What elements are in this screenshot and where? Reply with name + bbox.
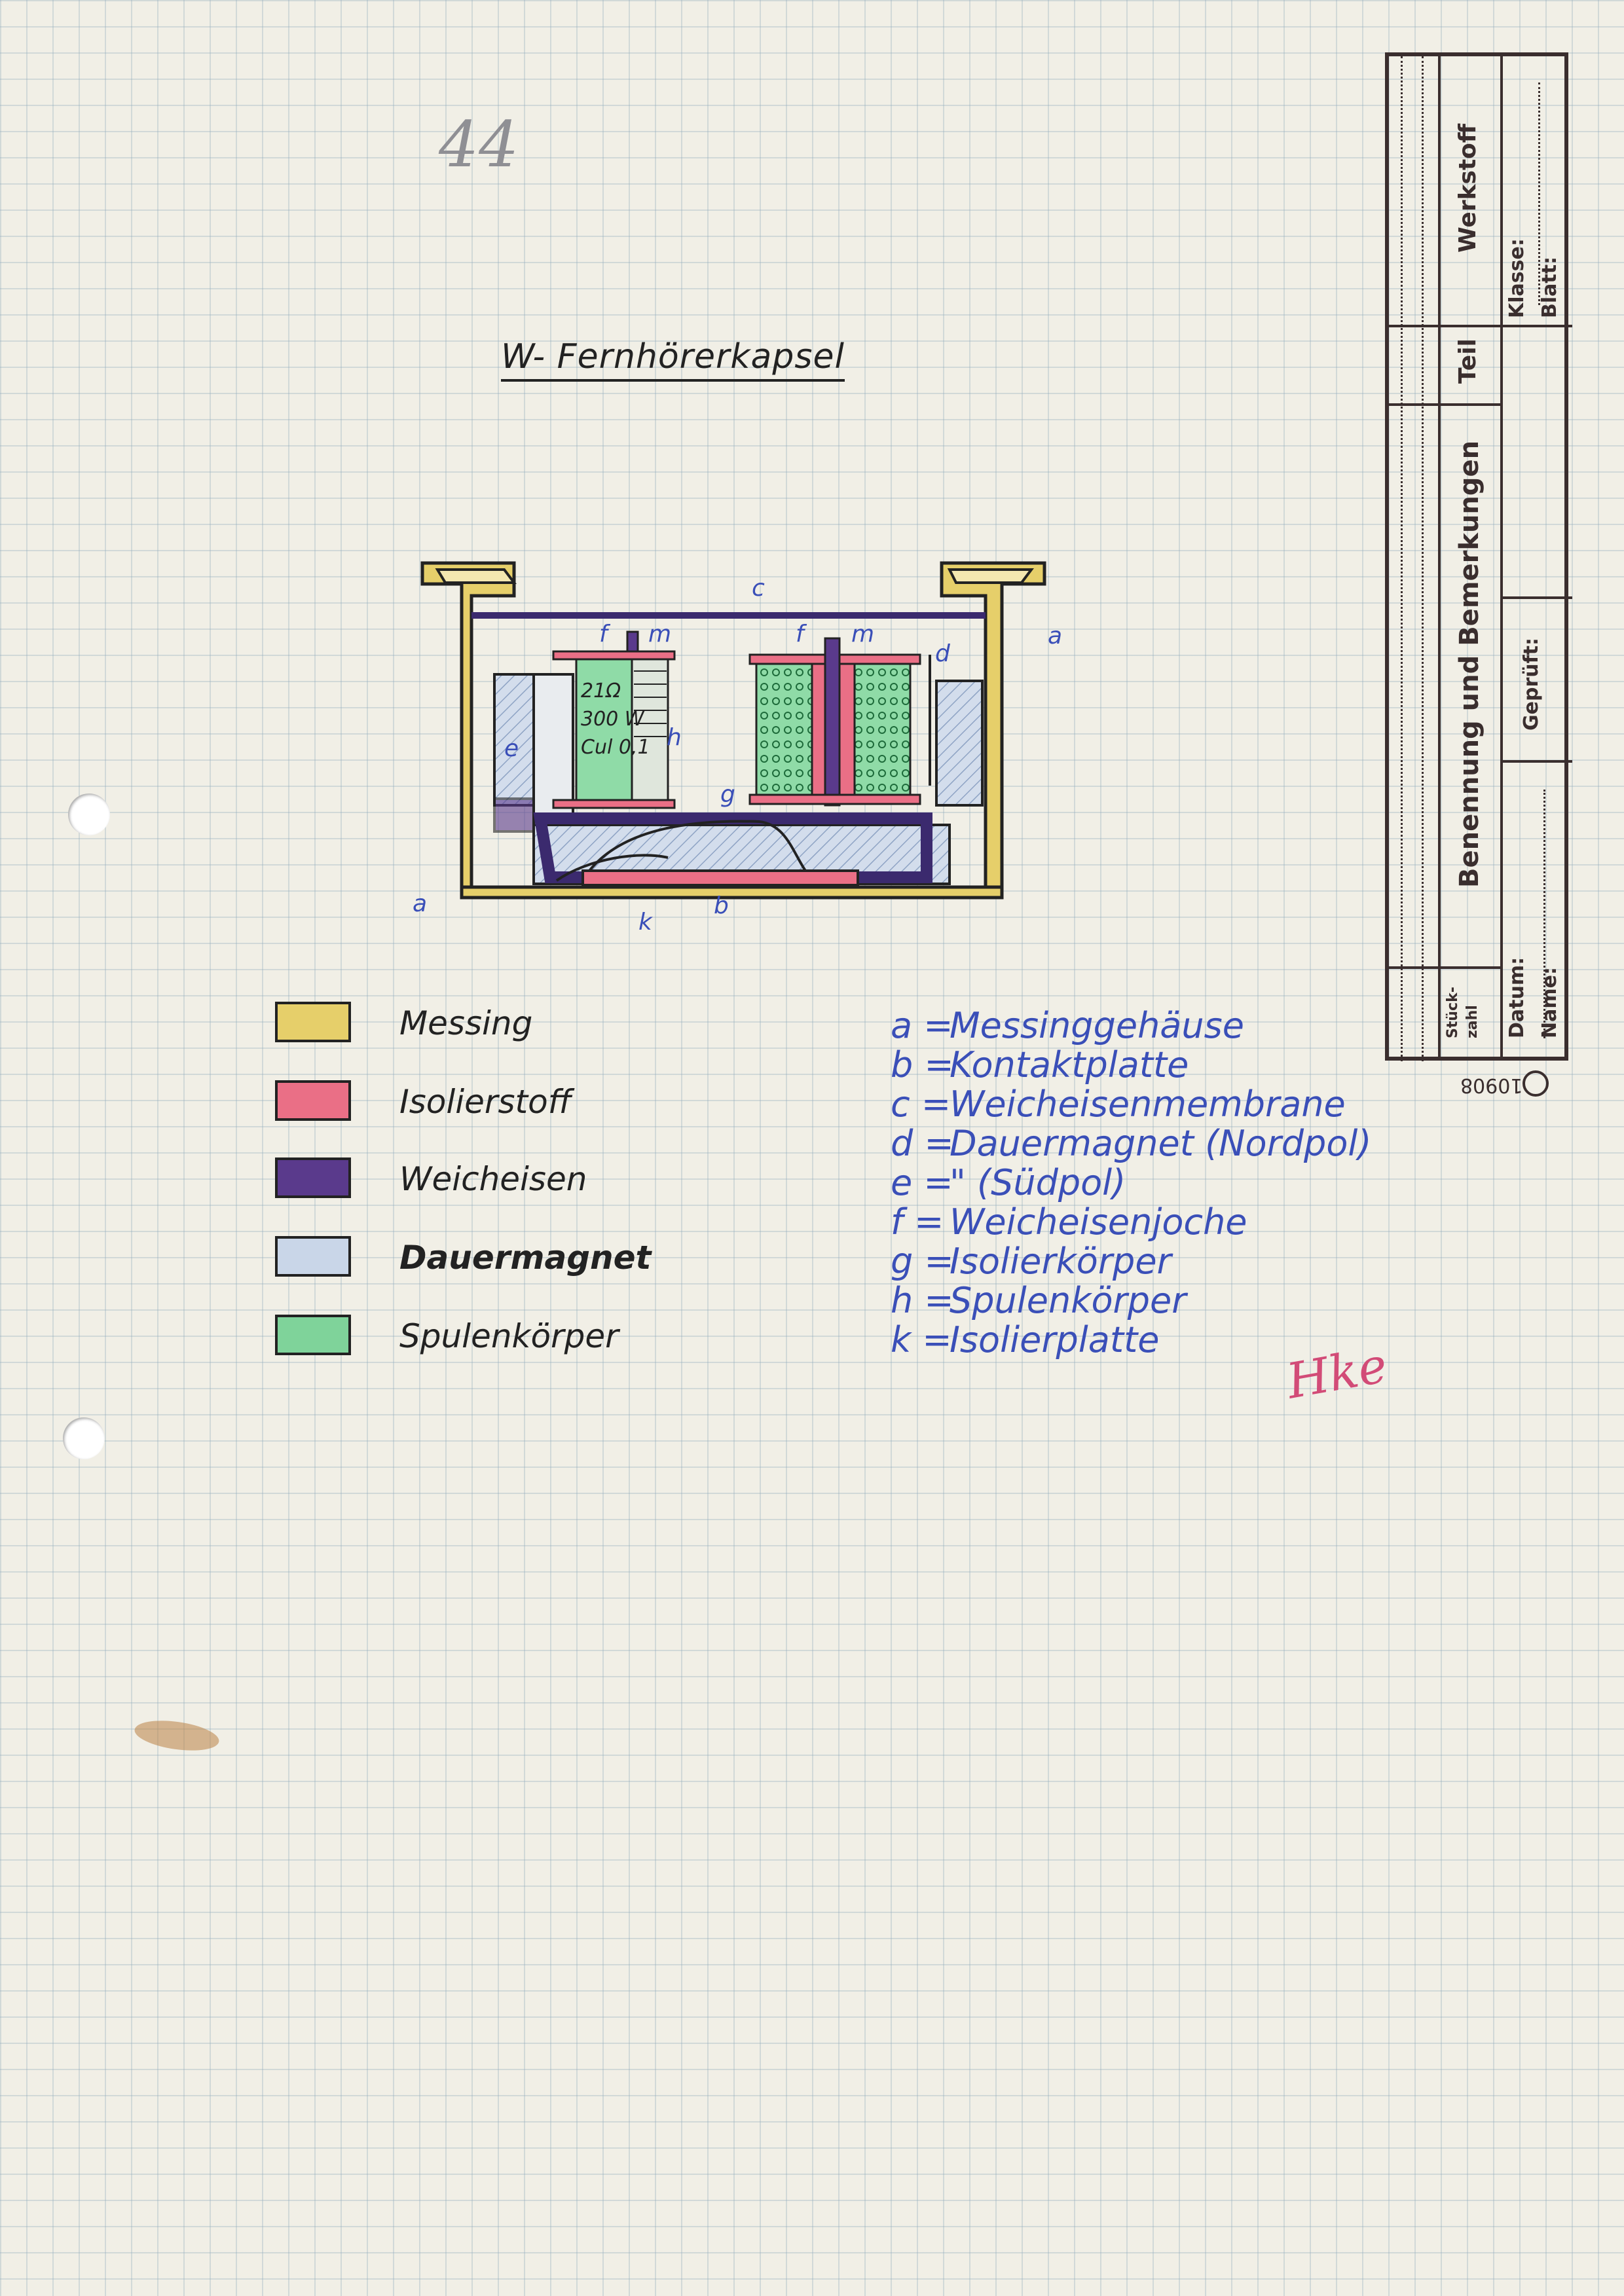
legend-label: Dauermagnet (399, 1239, 652, 1277)
legend-swatch (275, 1080, 351, 1121)
stueckzahl-label-1: Stück- (1445, 987, 1461, 1038)
checker-initials: Hke (1282, 1337, 1392, 1410)
name-label: Name: (1538, 967, 1561, 1038)
legend-label: Messing (399, 1004, 533, 1042)
stueckzahl-label-2: zahl (1464, 1005, 1481, 1038)
benennung-label: Benennung und Bemerkungen (1454, 440, 1485, 888)
blatt-label: Blatt: (1538, 256, 1561, 318)
klasse-label: Klasse: (1505, 238, 1528, 318)
legend-label: Isolierstoff (399, 1083, 572, 1121)
punch-hole-top (68, 793, 110, 835)
legend-item-weicheisen: Weicheisen (275, 1157, 733, 1203)
legend-swatch (275, 1236, 351, 1277)
datum-label: Datum: (1505, 957, 1528, 1038)
label-b: b (714, 892, 729, 919)
legend-swatch (275, 1002, 351, 1042)
drawing-title: W- Fernhörerkapsel (501, 337, 845, 382)
label-k: k (638, 909, 654, 930)
label-h: h (667, 724, 682, 751)
legend-item-spulenkoerper: Spulenkörper (275, 1315, 733, 1360)
werkstoff-label: Werkstoff (1454, 123, 1481, 253)
page-number: 44 (439, 108, 519, 181)
part-g: g =Isolierkörper (891, 1241, 1172, 1282)
label-c: c (752, 575, 765, 602)
title-block: Werkstoff Klasse: Blatt: Teil Benennung … (1385, 52, 1572, 1061)
form-logo-icon (1522, 1070, 1549, 1097)
geprueft-label: Geprüft: (1520, 638, 1543, 731)
part-c: c =Weicheisenmembrane (891, 1084, 1346, 1125)
legend-item-messing: Messing (275, 1002, 733, 1048)
part-b: b =Kontaktplatte (891, 1044, 1189, 1085)
part-k: k =Isolierplatte (891, 1319, 1160, 1360)
coil-note-1: 21Ω (581, 680, 621, 702)
part-f: f =Weicheisenjoche (891, 1201, 1247, 1243)
part-h: h =Spulenkörper (891, 1280, 1187, 1321)
legend-swatch (275, 1157, 351, 1198)
punch-hole-bottom (63, 1417, 105, 1459)
part-d: d =Dauermagnet (Nordpol) (891, 1123, 1372, 1164)
part-a: a =Messinggehäuse (891, 1005, 1244, 1046)
part-e: e =" (Südpol) (891, 1162, 1126, 1203)
legend-swatch (275, 1315, 351, 1355)
coil-note-3: Cul 0,1 (581, 736, 650, 759)
label-e: e (504, 735, 519, 762)
coil-note-2: 300 W (581, 708, 645, 731)
label-f-right: f (796, 621, 807, 647)
legend-label: Spulenkörper (399, 1317, 619, 1355)
legend-label: Weicheisen (399, 1160, 587, 1198)
label-g: g (720, 781, 735, 808)
label-d: d (935, 640, 951, 667)
teil-label: Teil (1454, 338, 1481, 384)
label-a-left: a (413, 890, 427, 917)
receiver-capsule-drawing: 21Ω 300 W Cul 0,1 c a a b d e f f m m g … (413, 561, 1062, 930)
label-a-right: a (1048, 623, 1062, 649)
paper-stain (132, 1716, 221, 1755)
legend-item-dauermagnet: Dauermagnet (275, 1236, 733, 1282)
label-m-left: m (648, 621, 671, 647)
label-m-right: m (851, 621, 874, 647)
form-code: 10908 (1460, 1074, 1523, 1097)
legend-item-isolierstoff: Isolierstoff (275, 1080, 733, 1126)
label-f-left: f (599, 621, 611, 647)
